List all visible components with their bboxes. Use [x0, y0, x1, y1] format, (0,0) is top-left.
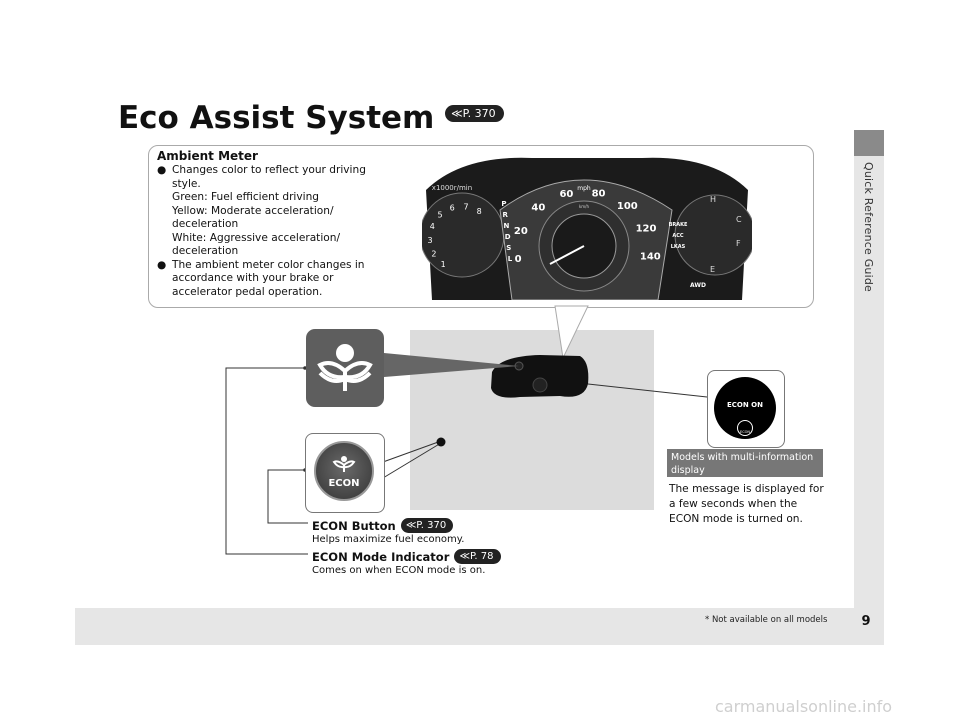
bullet-icon: ●: [157, 164, 167, 176]
eco-assist-tile: [306, 329, 384, 407]
speed-unit-kmh: km/h: [579, 204, 590, 209]
speed-label: 120: [636, 224, 657, 235]
econ-button-ref-link[interactable]: ≪P. 370: [400, 518, 454, 533]
eco-tile-pointer: [384, 353, 519, 377]
econ-indicator-icon: [737, 420, 753, 436]
button-bracket: [267, 469, 308, 524]
econ-on-text: ECON ON: [727, 401, 763, 409]
gear-label: N: [503, 222, 509, 230]
page-number: 9: [861, 614, 871, 629]
indicator-label: ACC: [672, 233, 684, 239]
econ-button-dot: [532, 377, 548, 393]
gear-label: P: [501, 200, 506, 208]
speed-labels: 0 20 40 60 80 100 120 140: [514, 188, 661, 265]
tach-unit: x1000r/min: [432, 184, 472, 192]
econ-button-ref-text: P. 370: [416, 520, 447, 531]
econ-button-text: ECON: [328, 478, 360, 489]
page-ref-link[interactable]: ≪P. 370: [445, 105, 504, 122]
tach-label: 8: [477, 207, 482, 216]
fuel-full: F: [736, 239, 741, 248]
tach-label: 6: [450, 204, 455, 213]
gear-label: L: [508, 255, 513, 263]
ambient-meter-item-text: The ambient meter color changes in accor…: [172, 258, 365, 298]
econ-indicator-ref-link[interactable]: ≪P. 78: [454, 549, 501, 564]
page-title: Eco Assist System ≪P. 370: [118, 100, 504, 136]
tach-label: 3: [428, 236, 433, 245]
speed-label: 60: [559, 189, 573, 200]
gear-label: R: [503, 211, 509, 219]
side-nav-strip: [854, 130, 884, 645]
ambient-meter-item: ● Changes color to reflect your driving …: [157, 164, 367, 259]
footer-band: [75, 608, 854, 645]
econ-on-leader: [587, 383, 708, 398]
econ-button-label: ECON Button: [312, 519, 396, 533]
side-nav-tab[interactable]: [854, 130, 884, 156]
tach-label: 7: [463, 202, 468, 211]
speed-label: 80: [592, 188, 606, 199]
awd-indicator: AWD: [690, 282, 706, 289]
indicator-label: BRAKE: [669, 222, 688, 228]
fuel-empty: E: [710, 265, 715, 274]
econ-leader-dot: [436, 437, 446, 447]
speed-unit-mph: mph: [577, 185, 591, 192]
watermark: carmanualsonline.info: [715, 697, 893, 716]
tach-label: 2: [431, 249, 436, 258]
speed-label: 40: [531, 203, 545, 214]
econ-leader-1: [382, 440, 442, 463]
tach-label: 1: [441, 260, 446, 269]
gear-label: D: [505, 233, 511, 241]
econ-button-desc: Helps maximize fuel economy.: [312, 534, 465, 545]
econ-indicator-ref-text: P. 78: [469, 551, 494, 562]
econ-button-label-block: ECON Button ≪P. 370 Helps maximize fuel …: [312, 515, 464, 545]
temp-hot: H: [710, 195, 716, 204]
indicator-labels: BRAKE ACC LKAS: [669, 222, 688, 250]
indicator-label: LKAS: [671, 244, 686, 250]
models-label: Models with multi-information display: [667, 449, 823, 477]
speed-label: 0: [515, 254, 522, 265]
page-ref-text: P. 370: [462, 107, 496, 120]
econ-leader-2: [382, 442, 442, 479]
tach-label: 4: [430, 222, 435, 231]
speed-label: 20: [514, 226, 528, 237]
econ-indicator-text: ECON: [739, 430, 751, 434]
econ-indicator-desc: Comes on when ECON mode is on.: [312, 565, 486, 576]
gear-label: S: [506, 244, 511, 252]
bullet-icon: ●: [157, 258, 167, 271]
callout-pointer: [554, 305, 589, 360]
ambient-meter-list: ● Changes color to reflect your driving …: [157, 164, 367, 299]
indicator-bracket: [225, 367, 308, 555]
ambient-meter-item-text: Changes color to reflect your driving st…: [172, 164, 366, 257]
side-nav-label[interactable]: Quick Reference Guide: [862, 162, 875, 292]
econ-message-text: The message is displayed for a few secon…: [669, 483, 824, 525]
temp-cold: C: [736, 215, 742, 224]
speed-label: 100: [617, 201, 638, 212]
page-title-text: Eco Assist System: [118, 100, 435, 136]
speed-label: 140: [640, 251, 661, 262]
ambient-meter-title: Ambient Meter: [157, 149, 258, 163]
ambient-meter-item: ● The ambient meter color changes in acc…: [157, 259, 367, 300]
tach-label: 5: [438, 211, 443, 220]
instrument-cluster-illustration: x1000r/min H C F E mph km/h 0 20 40 60 80 100…: [422, 157, 752, 300]
eco-leaf-icon: [317, 344, 373, 391]
footnote: * Not available on all models: [705, 615, 828, 625]
econ-indicator-label-block: ECON Mode Indicator ≪P. 78 Comes on when…: [312, 546, 501, 576]
econ-indicator-label: ECON Mode Indicator: [312, 550, 450, 564]
